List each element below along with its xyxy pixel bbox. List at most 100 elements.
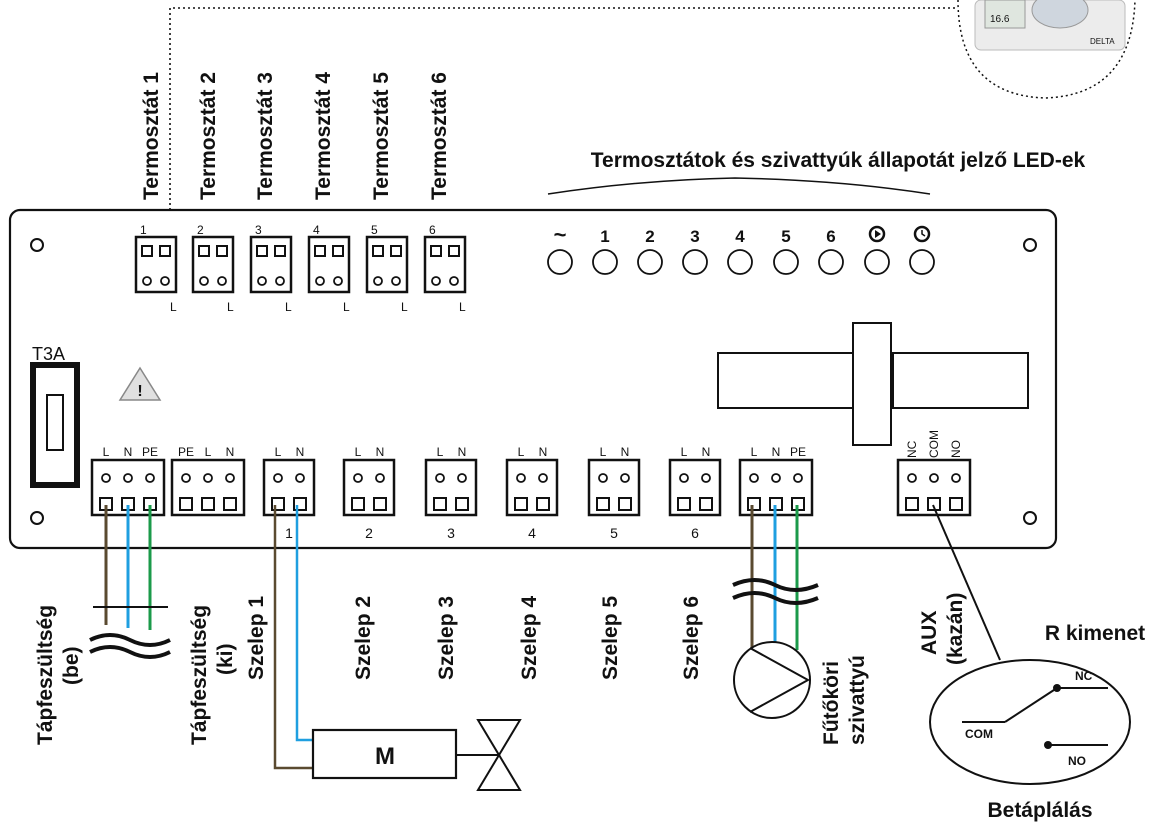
terminal-pin-label: N [702,445,711,459]
svg-text:M: M [375,743,395,770]
terminal-l-mark: L [343,300,350,314]
terminal-l-mark: L [227,300,234,314]
relay-center [852,322,892,446]
terminal-pin-label: L [103,445,110,459]
status-led: 5 [773,227,799,275]
valve-terminal-number: 1 [285,525,293,541]
valve-actuator: M [311,719,522,791]
thermostat-label: Termosztát 2 [197,72,220,200]
terminal-pin-label: L [600,445,607,459]
valve-label: Szelep 3 [435,596,458,680]
mount-hole [30,238,44,252]
relay-right [892,352,1029,409]
status-led: 6 [818,227,844,275]
mount-hole [30,511,44,525]
terminal-l-mark: L [459,300,466,314]
valve-terminal-number: 5 [610,525,618,541]
terminal-pin-label: L [518,445,525,459]
relay-output-ellipse [929,659,1131,785]
terminal-pin-label: L [751,445,758,459]
thermostat-terminal: 1L [134,223,178,314]
terminal-l-mark: L [170,300,177,314]
led-label: 5 [781,227,790,246]
terminal-pin-label: L [355,445,362,459]
terminal-pin-label: N [124,445,133,459]
leds-heading: Termosztátok és szivattyúk állapotát jel… [591,149,1086,172]
thermostat-label: Termosztát 1 [140,72,163,200]
pump-label: Fűtőköri [820,661,843,745]
valve-terminal-number: 2 [365,525,373,541]
terminal-pin-label: L [437,445,444,459]
thermostat-terminal-number: 4 [313,223,320,237]
svg-text:16.6: 16.6 [990,14,1010,25]
thermostat-label: Termosztát 3 [254,72,277,200]
thermostat-terminal-number: 1 [140,223,147,237]
led-label: 4 [735,227,745,246]
terminal-pin-label: PE [178,445,194,459]
led-label: 1 [600,227,609,246]
terminal-pin-label: N [458,445,467,459]
terminal-pin-label: N [621,445,630,459]
valve-terminal-number: 4 [528,525,536,541]
thermostat-label: Termosztát 5 [370,72,393,200]
power-in-label: Tápfeszültség [34,605,57,745]
terminal-pin-label: L [205,445,212,459]
play-circle-icon [868,225,886,243]
terminal-pin-label: PE [142,445,158,459]
power-in-wires [89,505,171,659]
warning-icon: ! [118,366,162,401]
terminal-pin-label: N [296,445,305,459]
pump-label: szivattyú [846,655,869,745]
terminal-pin-label: L [275,445,282,459]
pump-icon [733,641,811,719]
terminal-l-mark: L [401,300,408,314]
terminal-pin-label: NO [949,440,963,458]
valve-label: Szelep 6 [680,596,703,680]
thermostat-label: Termosztát 6 [428,72,451,200]
relay-output-footer: Betáplálás [987,799,1092,822]
relay-left [717,352,854,409]
valve-label: Szelep 2 [352,596,375,680]
aux-label: (kazán) [944,593,967,665]
thermostat-terminal: 3L [249,223,293,314]
terminal-pin-label: PE [790,445,806,459]
thermostat-terminal: 2L [191,223,235,314]
svg-text:DELTA: DELTA [1090,37,1115,46]
aux-label: AUX [918,611,941,655]
led-label: 2 [645,227,654,246]
valve-label: Szelep 1 [245,596,268,680]
mount-hole [1023,511,1037,525]
thermostat-terminal-number: 3 [255,223,262,237]
terminal-pin-label: N [539,445,548,459]
thermostat-terminal-number: 2 [197,223,204,237]
svg-text:COM: COM [965,727,993,741]
status-led: 4 [727,227,753,275]
fuse [46,394,64,451]
status-led: 1 [592,227,618,275]
led-label: 3 [690,227,699,246]
mount-hole [1023,238,1037,252]
thermostat-terminal: 6L [423,223,467,314]
status-led: ~ [547,222,573,275]
terminal-pin-label: N [772,445,781,459]
status-led: 2 [637,227,663,275]
thermostat-terminal: 5L [365,223,409,314]
svg-text:!: ! [137,383,142,400]
valve-1-wires [273,505,318,770]
clock-circle-icon [913,225,931,243]
relay-switch: NC COM NO [962,669,1108,768]
terminal-pin-label: N [376,445,385,459]
valve-label: Szelep 5 [599,596,622,680]
status-led: 3 [682,227,708,275]
terminal-l-mark: L [285,300,292,314]
terminal-pin-label: L [681,445,688,459]
thermostat-terminal-number: 6 [429,223,436,237]
